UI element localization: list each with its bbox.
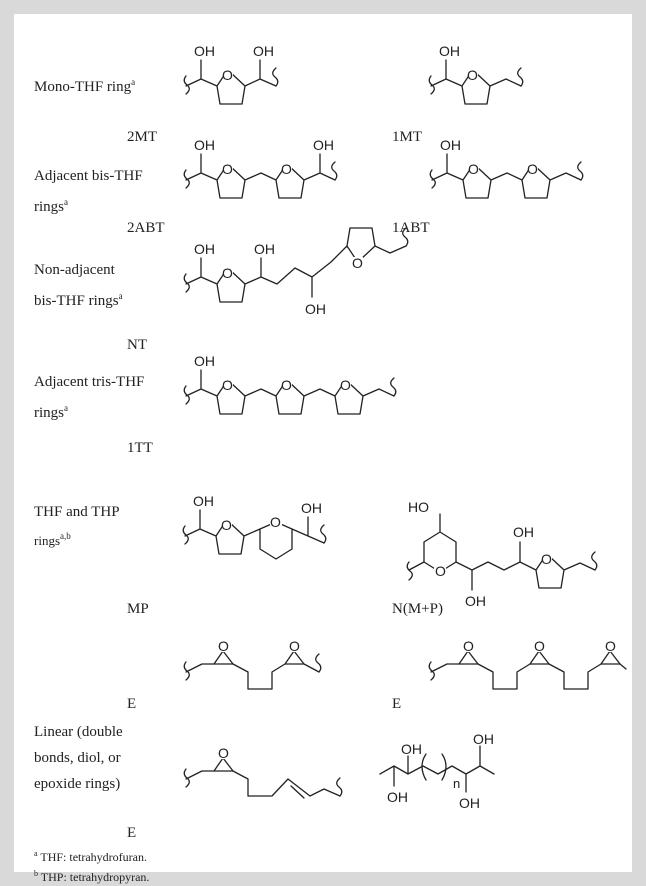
svg-text:O: O bbox=[218, 745, 229, 761]
row-label-thf-thp: THF and THP bbox=[34, 504, 120, 520]
svg-text:OH: OH bbox=[401, 741, 422, 757]
code-e-3: E bbox=[127, 825, 137, 841]
structure-e-bis-epoxide: O O bbox=[183, 638, 322, 690]
structure-1tt: OH O O O bbox=[183, 353, 397, 415]
svg-text:OH: OH bbox=[194, 241, 215, 257]
svg-text:n: n bbox=[453, 776, 460, 791]
code-nt: NT bbox=[127, 337, 147, 353]
svg-text:O: O bbox=[541, 551, 552, 567]
structure-n-m-p: HO OH OH O O bbox=[406, 499, 598, 609]
row-label-linear-line3: epoxide rings) bbox=[34, 776, 121, 792]
footnote-a: a THF: tetrahydrofuran. bbox=[34, 849, 147, 864]
svg-text:OH: OH bbox=[305, 301, 326, 317]
footnote-b: b THP: tetrahydropyran. bbox=[34, 869, 150, 884]
row-label-mono-thf: Mono-THF ringa bbox=[34, 77, 136, 95]
code-n-m-p: N(M+P) bbox=[392, 601, 443, 617]
svg-text:HO: HO bbox=[408, 499, 429, 515]
svg-text:O: O bbox=[270, 514, 281, 530]
svg-text:O: O bbox=[221, 517, 232, 533]
svg-text:OH: OH bbox=[301, 500, 322, 516]
svg-text:OH: OH bbox=[194, 137, 215, 153]
row-label-adjacent-tris-thf-line2: ringsa bbox=[34, 403, 68, 421]
figure-table: Mono-THF ringa 2MT 1MT Adjacent bis-THF … bbox=[14, 14, 632, 884]
svg-text:O: O bbox=[435, 563, 446, 579]
code-mp: MP bbox=[127, 601, 149, 617]
svg-text:O: O bbox=[281, 161, 292, 177]
code-1mt: 1MT bbox=[392, 129, 422, 145]
svg-text:OH: OH bbox=[194, 43, 215, 59]
structure-2abt: OH OH O O bbox=[183, 137, 338, 199]
structure-diol-repeat: OH OH OH OH n bbox=[379, 731, 495, 811]
structure-1abt: OH O O bbox=[429, 137, 584, 199]
svg-text:OH: OH bbox=[439, 43, 460, 59]
svg-text:OH: OH bbox=[254, 241, 275, 257]
structure-2mt: OH OH O bbox=[183, 43, 279, 105]
svg-text:OH: OH bbox=[459, 795, 480, 811]
svg-text:O: O bbox=[222, 161, 233, 177]
row-label-adjacent-bis-thf-line2: ringsa bbox=[34, 197, 68, 215]
structure-1mt: OH O bbox=[428, 43, 524, 105]
row-label-non-adjacent: Non-adjacent bbox=[34, 262, 115, 278]
svg-text:OH: OH bbox=[513, 524, 534, 540]
svg-text:OH: OH bbox=[194, 353, 215, 369]
svg-text:OH: OH bbox=[313, 137, 334, 153]
svg-text:OH: OH bbox=[193, 493, 214, 509]
svg-text:O: O bbox=[467, 67, 478, 83]
structure-e-tris-epoxide: O O O bbox=[428, 638, 627, 690]
svg-text:OH: OH bbox=[440, 137, 461, 153]
row-label-linear-line2: bonds, diol, or bbox=[34, 750, 121, 766]
code-e-1: E bbox=[127, 696, 137, 712]
svg-text:OH: OH bbox=[253, 43, 274, 59]
svg-text:O: O bbox=[340, 377, 351, 393]
row-label-non-adjacent-line2: bis-THF ringsa bbox=[34, 291, 123, 309]
svg-text:O: O bbox=[222, 377, 233, 393]
code-1abt: 1ABT bbox=[392, 220, 430, 236]
code-1tt: 1TT bbox=[127, 440, 153, 456]
code-2abt: 2ABT bbox=[127, 220, 165, 236]
row-label-linear: Linear (double bbox=[34, 724, 123, 740]
structure-nt: OH OH OH O O bbox=[183, 227, 409, 317]
code-e-2: E bbox=[392, 696, 402, 712]
svg-text:O: O bbox=[534, 638, 545, 654]
code-2mt: 2MT bbox=[127, 129, 157, 145]
svg-text:O: O bbox=[527, 161, 538, 177]
svg-text:O: O bbox=[463, 638, 474, 654]
svg-text:O: O bbox=[605, 638, 616, 654]
svg-text:O: O bbox=[352, 255, 363, 271]
svg-text:O: O bbox=[222, 67, 233, 83]
row-label-adjacent-tris-thf: Adjacent tris-THF bbox=[34, 374, 145, 390]
row-label-adjacent-bis-thf: Adjacent bis-THF bbox=[34, 168, 143, 184]
svg-text:O: O bbox=[468, 161, 479, 177]
svg-text:OH: OH bbox=[473, 731, 494, 747]
structure-mp: OH OH O O bbox=[182, 493, 327, 560]
svg-text:O: O bbox=[218, 638, 229, 654]
structure-e-epoxide-alkene: O bbox=[183, 745, 343, 799]
svg-text:O: O bbox=[222, 265, 233, 281]
row-label-thf-thp-line2: ringsa,b bbox=[34, 531, 71, 548]
svg-text:OH: OH bbox=[387, 789, 408, 805]
svg-text:OH: OH bbox=[465, 593, 486, 609]
svg-text:O: O bbox=[289, 638, 300, 654]
svg-text:O: O bbox=[281, 377, 292, 393]
